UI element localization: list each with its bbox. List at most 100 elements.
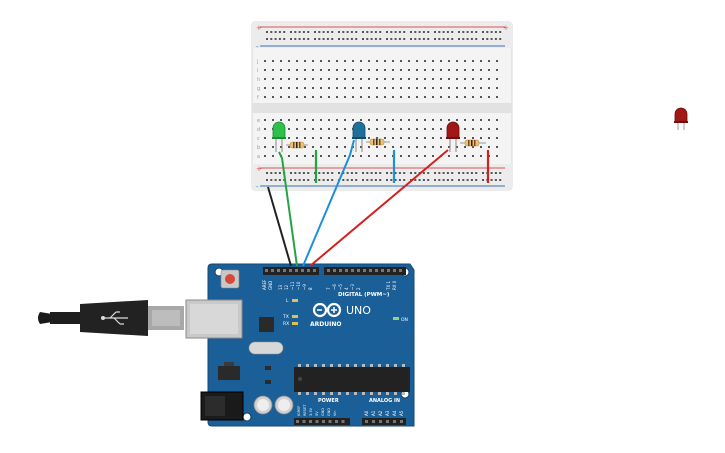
breadboard-hole[interactable] xyxy=(272,78,274,80)
breadboard-hole[interactable] xyxy=(400,60,402,62)
breadboard-hole[interactable] xyxy=(376,60,378,62)
breadboard-hole[interactable] xyxy=(379,172,382,174)
breadboard-hole[interactable] xyxy=(280,69,282,71)
chip-pin[interactable] xyxy=(370,364,373,367)
breadboard-hole[interactable] xyxy=(384,137,386,139)
chip-pin[interactable] xyxy=(338,392,341,395)
breadboard-hole[interactable] xyxy=(448,119,450,121)
breadboard-hole[interactable] xyxy=(480,119,482,121)
breadboard-hole[interactable] xyxy=(400,155,402,157)
breadboard-hole[interactable] xyxy=(280,78,282,80)
breadboard-hole[interactable] xyxy=(390,31,393,33)
header-pin[interactable] xyxy=(387,269,390,272)
breadboard-hole[interactable] xyxy=(296,78,298,80)
header-pin[interactable] xyxy=(289,269,292,272)
breadboard-hole[interactable] xyxy=(466,31,469,33)
breadboard-hole[interactable] xyxy=(494,38,497,40)
breadboard-hole[interactable] xyxy=(416,146,418,148)
breadboard-hole[interactable] xyxy=(458,31,460,33)
breadboard-hole[interactable] xyxy=(442,31,445,33)
breadboard-hole[interactable] xyxy=(312,146,314,148)
breadboard-hole[interactable] xyxy=(422,172,425,174)
breadboard-hole[interactable] xyxy=(456,60,458,62)
breadboard-hole[interactable] xyxy=(376,69,378,71)
breadboard-hole[interactable] xyxy=(466,179,469,181)
breadboard-hole[interactable] xyxy=(427,38,430,40)
breadboard-hole[interactable] xyxy=(342,179,345,181)
breadboard-hole[interactable] xyxy=(342,31,345,33)
header-pin[interactable] xyxy=(375,269,378,272)
arduino-uno-board[interactable]: AREF GND 13 12 ~11 ~10 ~9 8 7 ~6 ~5 4 ~3… xyxy=(185,263,415,427)
breadboard-hole[interactable] xyxy=(272,119,274,121)
chip-pin[interactable] xyxy=(354,364,357,367)
chip-pin[interactable] xyxy=(298,364,301,367)
breadboard-hole[interactable] xyxy=(384,87,386,89)
breadboard-hole[interactable] xyxy=(302,172,305,174)
breadboard-hole[interactable] xyxy=(368,60,370,62)
header-pin[interactable] xyxy=(271,269,274,272)
breadboard-hole[interactable] xyxy=(264,155,266,157)
breadboard-hole[interactable] xyxy=(482,38,484,40)
header-pin[interactable] xyxy=(327,269,330,272)
breadboard-hole[interactable] xyxy=(488,119,490,121)
breadboard-hole[interactable] xyxy=(360,146,362,148)
breadboard-hole[interactable] xyxy=(326,31,329,33)
resistor-3[interactable] xyxy=(460,139,486,147)
breadboard-hole[interactable] xyxy=(464,137,466,139)
breadboard-hole[interactable] xyxy=(456,155,458,157)
breadboard-hole[interactable] xyxy=(360,78,362,80)
breadboard-hole[interactable] xyxy=(432,87,434,89)
breadboard-hole[interactable] xyxy=(280,87,282,89)
header-pin[interactable] xyxy=(307,269,310,272)
chip-pin[interactable] xyxy=(322,364,325,367)
breadboard-hole[interactable] xyxy=(290,179,292,181)
breadboard-hole[interactable] xyxy=(368,69,370,71)
breadboard-hole[interactable] xyxy=(272,87,274,89)
breadboard-hole[interactable] xyxy=(472,87,474,89)
breadboard-hole[interactable] xyxy=(344,155,346,157)
breadboard-hole[interactable] xyxy=(314,31,316,33)
breadboard-hole[interactable] xyxy=(304,119,306,121)
breadboard-hole[interactable] xyxy=(266,31,268,33)
breadboard-hole[interactable] xyxy=(472,60,474,62)
breadboard-hole[interactable] xyxy=(302,179,305,181)
breadboard-hole[interactable] xyxy=(456,78,458,80)
breadboard-hole[interactable] xyxy=(410,31,412,33)
breadboard-hole[interactable] xyxy=(322,172,325,174)
chip-pin[interactable] xyxy=(306,364,309,367)
breadboard-hole[interactable] xyxy=(360,96,362,98)
breadboard-hole[interactable] xyxy=(475,172,478,174)
breadboard-hole[interactable] xyxy=(296,155,298,157)
breadboard-hole[interactable] xyxy=(326,38,329,40)
header-pin[interactable] xyxy=(386,420,389,423)
breadboard-hole[interactable] xyxy=(298,31,301,33)
breadboard-hole[interactable] xyxy=(448,87,450,89)
breadboard-hole[interactable] xyxy=(414,179,417,181)
breadboard-hole[interactable] xyxy=(264,137,266,139)
breadboard-hole[interactable] xyxy=(392,146,394,148)
reset-button[interactable] xyxy=(220,269,240,289)
breadboard-hole[interactable] xyxy=(440,128,442,130)
breadboard-hole[interactable] xyxy=(352,69,354,71)
breadboard-hole[interactable] xyxy=(432,60,434,62)
breadboard-hole[interactable] xyxy=(416,78,418,80)
breadboard-hole[interactable] xyxy=(307,38,310,40)
breadboard-hole[interactable] xyxy=(270,31,273,33)
breadboard-hole[interactable] xyxy=(451,172,454,174)
header-pin[interactable] xyxy=(379,420,382,423)
breadboard-hole[interactable] xyxy=(264,146,266,148)
breadboard-hole[interactable] xyxy=(350,179,353,181)
breadboard-hole[interactable] xyxy=(432,128,434,130)
breadboard-hole[interactable] xyxy=(350,38,353,40)
breadboard-hole[interactable] xyxy=(328,87,330,89)
header-pin[interactable] xyxy=(372,420,375,423)
breadboard-hole[interactable] xyxy=(462,172,465,174)
breadboard-hole[interactable] xyxy=(486,38,489,40)
analog-header[interactable] xyxy=(362,418,406,425)
breadboard-hole[interactable] xyxy=(400,78,402,80)
chip-pin[interactable] xyxy=(378,364,381,367)
breadboard-hole[interactable] xyxy=(442,38,445,40)
breadboard-hole[interactable] xyxy=(376,155,378,157)
breadboard-hole[interactable] xyxy=(288,137,290,139)
breadboard-hole[interactable] xyxy=(482,179,484,181)
